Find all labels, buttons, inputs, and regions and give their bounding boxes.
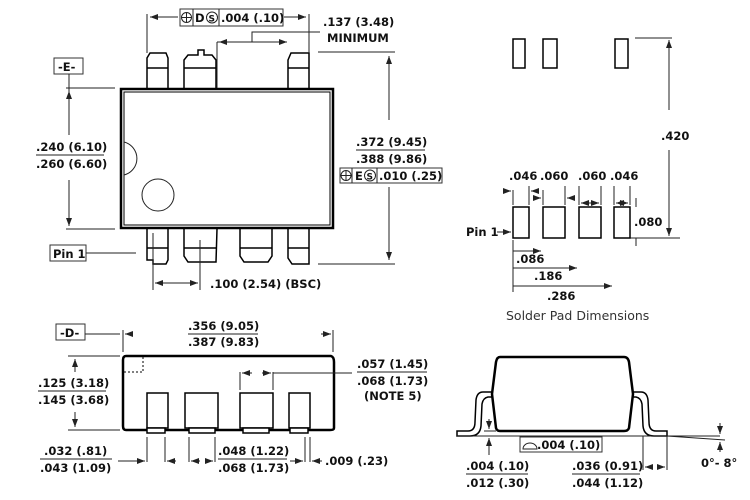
gull-wing-lead-right <box>627 391 668 437</box>
pad-w2: .060 <box>540 169 568 183</box>
pad-height: .080 <box>634 215 662 229</box>
tolerance-frame-d: D S .004 (.10) <box>179 8 284 27</box>
lead-span-label: .137 (3.48) <box>323 15 394 29</box>
pad-d3: .286 <box>547 289 575 303</box>
ic-body-side <box>121 354 336 432</box>
foot-max: .044 (1.12) <box>572 476 643 490</box>
pin1-label: Pin 1 <box>53 247 86 261</box>
minimum-note: MINIMUM <box>327 31 389 45</box>
standoff-max: .012 (.30) <box>466 476 529 490</box>
solder-pads <box>512 206 631 239</box>
overall-min: .372 (9.45) <box>356 135 427 149</box>
datum-d-box <box>55 323 86 341</box>
modifier-s: S <box>209 15 215 25</box>
tolerance-frame-e: E S .010 (.25) <box>339 167 443 184</box>
edge-min: .032 (.81) <box>44 444 107 458</box>
solder-pad-diagram: .420 .046 .060 .060 .046 .080 Pin 1 .086 <box>466 37 689 323</box>
datum-ref: E <box>355 169 363 183</box>
edge-max: .043 (1.09) <box>40 461 111 475</box>
length-min: .356 (9.05) <box>188 319 259 333</box>
pad-height-total: .420 <box>661 129 689 143</box>
coplanarity-value: .004 (.10) <box>537 438 600 452</box>
side-view: -D- .356 (9.05) .387 (9.83) .125 (3.18) … <box>38 319 428 475</box>
lead-width-min: .057 (1.45) <box>357 357 428 371</box>
side-leads <box>146 392 311 434</box>
flatness-icon <box>522 442 538 450</box>
ic-body-end <box>490 355 635 433</box>
solder-pad-caption: Solder Pad Dimensions <box>506 308 649 323</box>
pad-pin1-label: Pin 1 <box>466 225 499 239</box>
top-view: D S .004 (.10) .137 (3.48) MINIMUM -E- .… <box>36 8 443 291</box>
pad-d2: .186 <box>534 269 562 283</box>
ic-body-top <box>119 87 335 230</box>
end-view: .004 (.10) .004 (.10) .012 (.30) .036 (0… <box>456 355 737 490</box>
note-5: (NOTE 5) <box>364 389 422 403</box>
pitch-label: .100 (2.54) (BSC) <box>210 277 321 291</box>
notch-icon <box>123 141 138 176</box>
pin1-dot-icon <box>141 178 175 212</box>
tol-value: .004 (.10) <box>221 11 284 25</box>
length-max: .387 (9.83) <box>188 335 259 349</box>
standoff-min: .004 (.10) <box>466 459 529 473</box>
width-min: .240 (6.10) <box>36 140 107 154</box>
gap-min: .048 (1.22) <box>218 444 289 458</box>
datum-e: -E- <box>58 60 76 74</box>
gap-max: .068 (1.73) <box>218 461 289 475</box>
datum-ref: D <box>195 11 205 25</box>
height-min: .125 (3.18) <box>38 376 109 390</box>
overall-max: .388 (9.86) <box>356 152 427 166</box>
pad-d1: .086 <box>516 252 544 266</box>
lead-width-max: .068 (1.73) <box>357 374 428 388</box>
width-max: .260 (6.60) <box>36 157 107 171</box>
tip-label: .009 (.23) <box>325 454 388 468</box>
tol-value: .010 (.25) <box>379 169 442 183</box>
pad-w4: .046 <box>610 169 638 183</box>
datum-d: -D- <box>60 326 80 340</box>
gull-wing-lead-left <box>456 391 497 437</box>
modifier-s: S <box>367 173 373 183</box>
foot-min: .036 (0.91) <box>572 459 643 473</box>
coplanarity-box <box>519 436 603 453</box>
angle-label: 0°- 8° <box>701 456 737 470</box>
pad-w1: .046 <box>509 169 537 183</box>
pad-w3: .060 <box>578 169 606 183</box>
height-max: .145 (3.68) <box>38 393 109 407</box>
